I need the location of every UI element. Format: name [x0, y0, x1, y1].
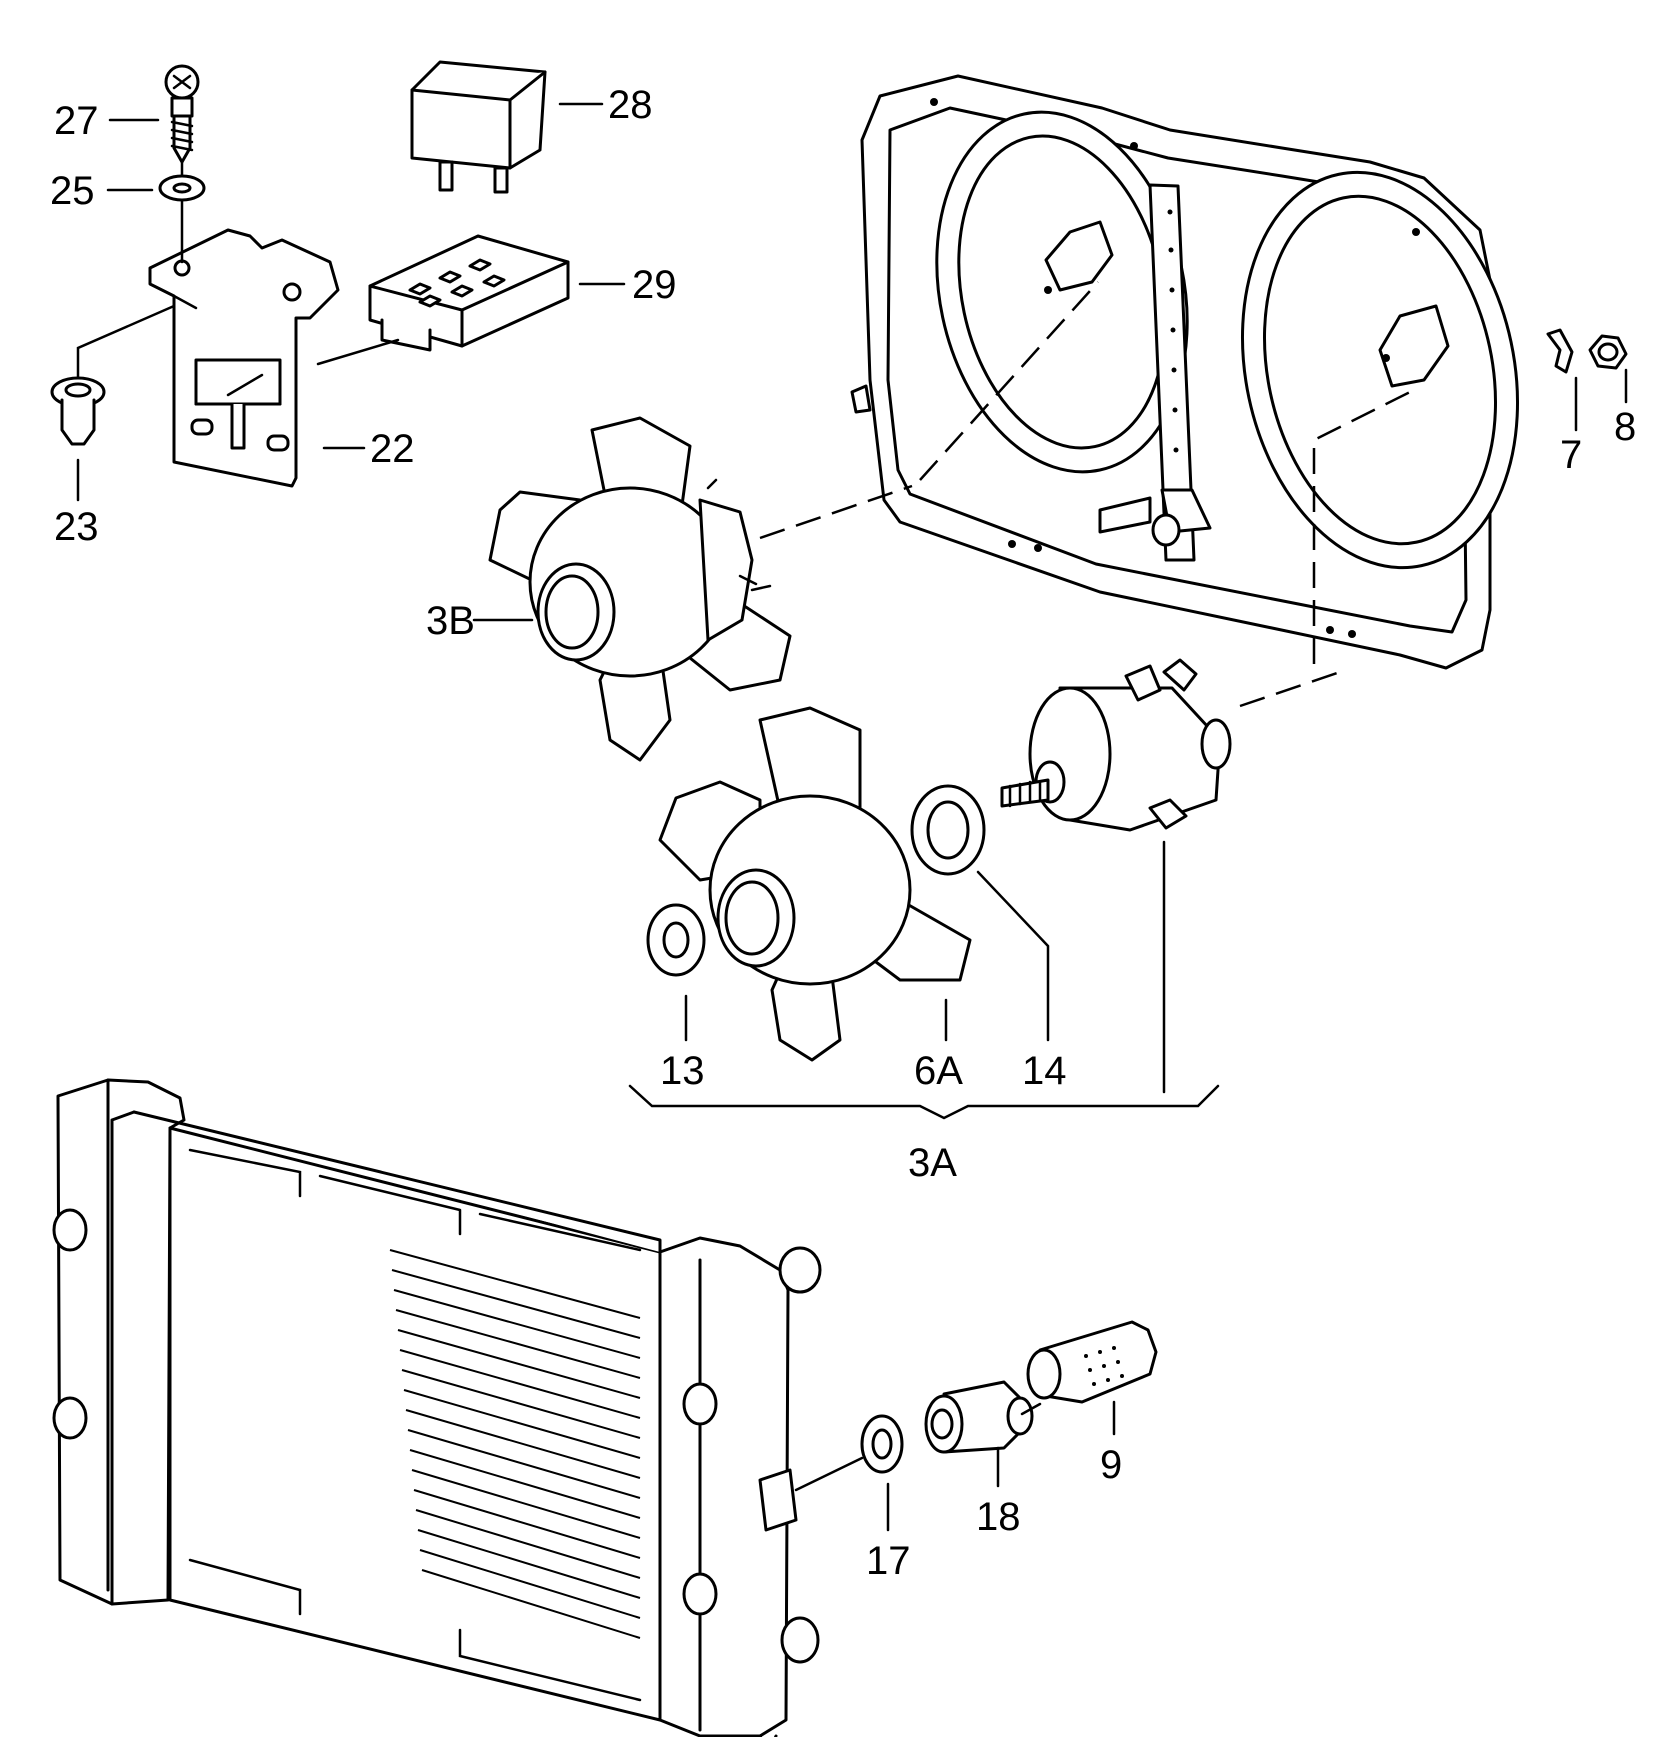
part-14-ring [910, 784, 986, 876]
label-6A: 6A [914, 1049, 963, 1093]
label-14: 14 [1022, 1049, 1067, 1093]
label-13: 13 [660, 1049, 705, 1093]
label-22: 22 [370, 427, 415, 471]
label-23: 23 [54, 505, 99, 549]
leader-14 [976, 870, 1050, 1042]
part-18-switch [924, 1380, 1034, 1454]
radiator [52, 1078, 822, 1737]
link-29-bracket [316, 338, 400, 366]
assembly-line-3B [759, 484, 913, 540]
part-17-washer [860, 1414, 904, 1474]
part-27-screw [164, 64, 200, 164]
label-8: 8 [1614, 405, 1636, 449]
part-8-nut [1588, 334, 1628, 370]
part-3B-fan [488, 416, 792, 762]
label-7: 7 [1560, 433, 1582, 477]
part-28-relay [410, 60, 547, 194]
label-25: 25 [50, 169, 95, 213]
brace-3A [628, 1084, 1220, 1120]
part-motor [1000, 658, 1232, 832]
label-29: 29 [632, 263, 677, 307]
part-6A-fan [658, 706, 972, 1062]
label-3A: 3A [908, 1141, 957, 1185]
label-3B: 3B [426, 599, 475, 643]
link-18-9 [1020, 1402, 1042, 1416]
assembly-line-motor [1239, 670, 1341, 708]
part-23-clip [50, 376, 106, 446]
part-7-clip [1546, 328, 1574, 374]
fan-shroud [850, 74, 1520, 670]
link-radiator-17 [794, 1456, 864, 1492]
part-25-washer [158, 174, 206, 202]
label-28: 28 [608, 83, 653, 127]
part-13-washer [646, 903, 706, 977]
label-17: 17 [866, 1539, 911, 1583]
label-27: 27 [54, 99, 99, 143]
part-9-connector [1026, 1320, 1158, 1404]
part-29-connector [368, 234, 570, 352]
part-22-bracket [148, 228, 340, 488]
link-23-bracket [76, 304, 176, 380]
assembly-line-3B-axis [919, 281, 1099, 481]
label-18: 18 [976, 1495, 1021, 1539]
label-9: 9 [1100, 1443, 1122, 1487]
